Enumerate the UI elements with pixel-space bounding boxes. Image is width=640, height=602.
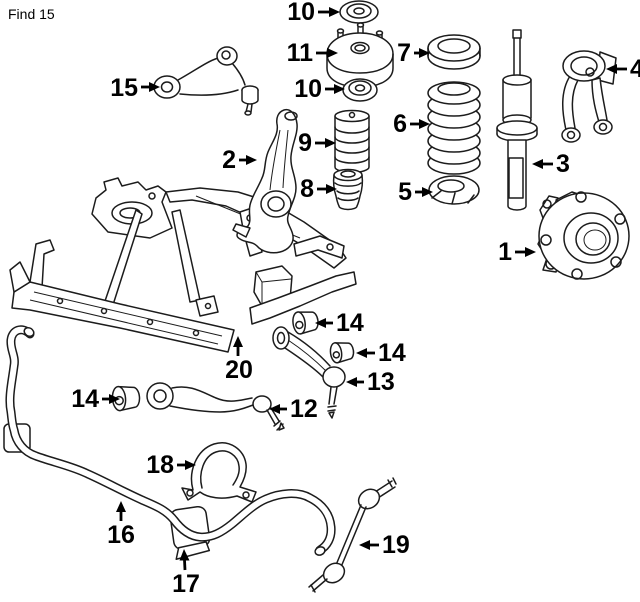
part-10-strut-mount-cap bbox=[339, 0, 379, 24]
callout-19[interactable]: 19 bbox=[359, 531, 410, 559]
callout-number[interactable]: 18 bbox=[146, 451, 174, 479]
callout-17[interactable]: 17 bbox=[172, 549, 200, 598]
callout-3[interactable]: 3 bbox=[532, 150, 570, 178]
callout-number[interactable]: 5 bbox=[398, 178, 412, 206]
callout-1[interactable]: 1 bbox=[498, 238, 536, 266]
callout-number[interactable]: 14 bbox=[336, 309, 364, 337]
callout-arrowhead bbox=[525, 247, 536, 257]
callout-13[interactable]: 13 bbox=[346, 368, 395, 396]
part-15-upper-control-arm bbox=[153, 46, 259, 116]
callout-8[interactable]: 8 bbox=[300, 175, 337, 203]
part-1-wheel-hub bbox=[537, 191, 630, 280]
callout-16[interactable]: 16 bbox=[107, 501, 135, 549]
callout-14-b[interactable]: 14 bbox=[356, 339, 406, 367]
callout-15[interactable]: 15 bbox=[110, 74, 160, 102]
callout-arrowhead bbox=[149, 82, 160, 92]
part-6-coil-spring bbox=[427, 81, 481, 175]
callout-arrowhead bbox=[356, 348, 367, 358]
callout-number[interactable]: 6 bbox=[393, 110, 407, 138]
callout-number[interactable]: 11 bbox=[287, 39, 314, 67]
part-14-bushing bbox=[329, 342, 355, 364]
callout-6[interactable]: 6 bbox=[393, 110, 430, 138]
part-12-lower-control-arm bbox=[146, 382, 285, 431]
callout-number[interactable]: 16 bbox=[107, 521, 135, 549]
part-13-lower-control-arm bbox=[272, 326, 346, 419]
callout-arrowhead bbox=[532, 159, 543, 169]
callout-number[interactable]: 14 bbox=[378, 339, 406, 367]
callout-arrowhead bbox=[233, 336, 243, 347]
callout-5[interactable]: 5 bbox=[398, 178, 433, 206]
callout-arrowhead bbox=[269, 404, 280, 414]
part-11-strut-mount bbox=[326, 22, 394, 88]
callout-arrowhead bbox=[329, 7, 340, 17]
callout-arrowhead bbox=[325, 138, 336, 148]
callout-number[interactable]: 4 bbox=[630, 55, 640, 83]
part-3-strut bbox=[496, 29, 538, 211]
callout-number[interactable]: 7 bbox=[397, 39, 411, 67]
part-8-bump-stop bbox=[332, 168, 364, 211]
callout-arrowhead bbox=[359, 540, 370, 550]
callout-9[interactable]: 9 bbox=[298, 129, 336, 157]
part-14-bushing bbox=[292, 311, 319, 335]
part-7-upper-spring-pad bbox=[427, 34, 481, 70]
callout-arrowhead bbox=[422, 187, 433, 197]
callout-18[interactable]: 18 bbox=[146, 451, 196, 479]
callout-4[interactable]: 4 bbox=[606, 55, 640, 83]
callout-arrowhead bbox=[606, 64, 617, 74]
part-10-strut-mount-bearing bbox=[342, 78, 378, 102]
callout-arrowhead bbox=[419, 119, 430, 129]
find-instruction-label: Find 15 bbox=[8, 6, 55, 22]
callout-number[interactable]: 9 bbox=[298, 129, 312, 157]
callout-number[interactable]: 2 bbox=[222, 146, 236, 174]
callout-arrowhead bbox=[315, 318, 326, 328]
callout-number[interactable]: 13 bbox=[367, 368, 395, 396]
callout-arrowhead bbox=[109, 394, 120, 404]
callout-number[interactable]: 8 bbox=[300, 175, 314, 203]
callout-arrowhead bbox=[185, 460, 196, 470]
callout-arrowhead bbox=[246, 155, 257, 165]
callout-11[interactable]: 11 bbox=[287, 39, 338, 67]
callout-10-top[interactable]: 10 bbox=[287, 0, 340, 26]
callout-arrow-line bbox=[183, 559, 187, 571]
part-4-upper-control-arm bbox=[561, 50, 617, 143]
callout-arrowhead bbox=[116, 501, 126, 512]
part-2-steering-knuckle bbox=[232, 108, 298, 254]
callout-arrowhead bbox=[419, 48, 430, 58]
callout-arrowhead bbox=[326, 184, 337, 194]
callout-20[interactable]: 20 bbox=[225, 336, 253, 384]
callout-number[interactable]: 12 bbox=[290, 395, 318, 423]
callout-number[interactable]: 10 bbox=[287, 0, 315, 26]
part-19-stabilizer-link bbox=[308, 477, 397, 593]
callout-14-c[interactable]: 14 bbox=[71, 385, 120, 413]
callout-number[interactable]: 19 bbox=[382, 531, 410, 559]
callout-number[interactable]: 17 bbox=[172, 570, 200, 598]
callout-number[interactable]: 10 bbox=[294, 75, 322, 103]
callout-number[interactable]: 14 bbox=[71, 385, 99, 413]
callout-arrowhead bbox=[179, 549, 190, 561]
callout-arrowhead bbox=[346, 377, 357, 387]
callout-arrowhead bbox=[327, 48, 338, 58]
callout-number[interactable]: 15 bbox=[110, 74, 138, 102]
part-9-dust-boot bbox=[334, 109, 370, 174]
callout-number[interactable]: 3 bbox=[556, 150, 570, 178]
callout-2[interactable]: 2 bbox=[222, 146, 257, 174]
part-18-stabilizer-bracket bbox=[181, 442, 257, 503]
callout-arrowhead bbox=[334, 84, 345, 94]
callout-10-bearing[interactable]: 10 bbox=[294, 75, 345, 103]
callout-14-a[interactable]: 14 bbox=[315, 309, 364, 337]
callout-12[interactable]: 12 bbox=[269, 395, 318, 423]
part-16-stabilizer-bar bbox=[5, 325, 336, 556]
callout-number[interactable]: 20 bbox=[225, 356, 253, 384]
callout-7[interactable]: 7 bbox=[397, 39, 430, 67]
callout-number[interactable]: 1 bbox=[498, 238, 512, 266]
part-5-lower-spring-pad bbox=[428, 175, 480, 205]
